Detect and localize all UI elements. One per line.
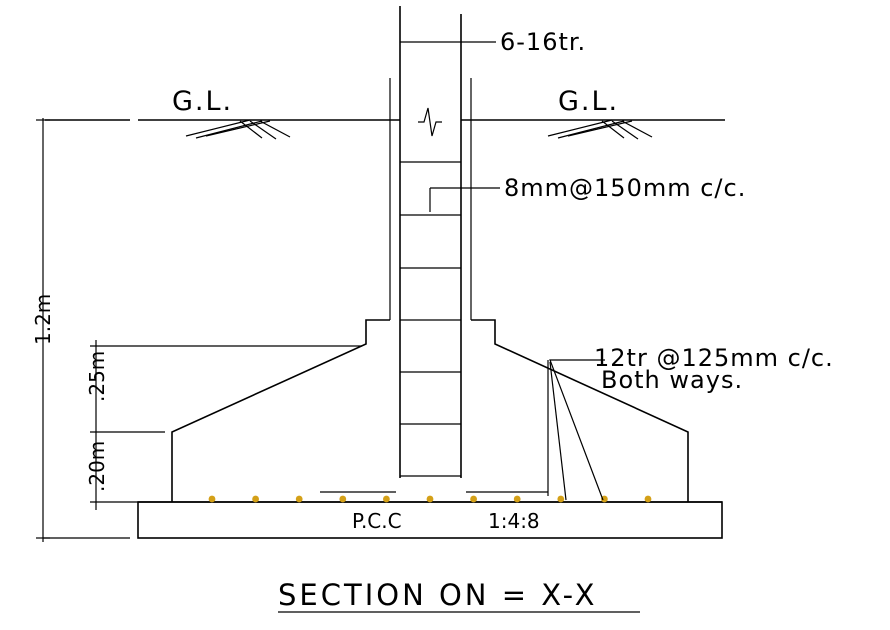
rebar-dot <box>644 495 652 503</box>
rebar-dot <box>426 495 434 503</box>
dimension-lines <box>36 118 362 542</box>
slope-depth-label: .25m <box>85 351 109 402</box>
ground-hatch-right <box>547 119 653 140</box>
break-symbol <box>418 107 442 137</box>
rebar-dot <box>601 495 608 503</box>
rebar-dot <box>208 495 216 503</box>
rebar-dot <box>470 495 477 503</box>
ground-hatch-left <box>185 119 291 140</box>
total-depth-label: 1.2m <box>31 294 55 345</box>
rebar-dot <box>252 495 259 503</box>
column-bars-label: 6-16tr. <box>500 28 586 56</box>
edge-depth-label: .20m <box>85 441 109 492</box>
pcc-bed <box>137 501 723 539</box>
stirrup-label: 8mm@150mm c/c. <box>504 174 746 202</box>
mesh-label-line1: 12tr @125mm c/c. <box>594 344 834 372</box>
pcc-label: P.C.C <box>352 509 402 533</box>
ground-level-label-left: G.L. <box>172 86 233 117</box>
leader-lines <box>430 41 605 501</box>
pcc-mix-label: 1:4:8 <box>488 509 540 533</box>
section-title: SECTION ON = X-X <box>278 578 598 612</box>
ground-level-label-right: G.L. <box>558 86 619 117</box>
rebar-dot <box>295 495 303 503</box>
mesh-label-line2: Both ways. <box>601 366 743 394</box>
bottom-rebar <box>320 360 549 496</box>
rebar-dots <box>208 495 652 503</box>
column <box>389 6 472 478</box>
stirrups <box>400 161 461 477</box>
rebar-dot <box>383 495 390 503</box>
rebar-dot <box>557 495 565 503</box>
rebar-dot <box>339 495 347 503</box>
rebar-dot <box>513 495 521 503</box>
